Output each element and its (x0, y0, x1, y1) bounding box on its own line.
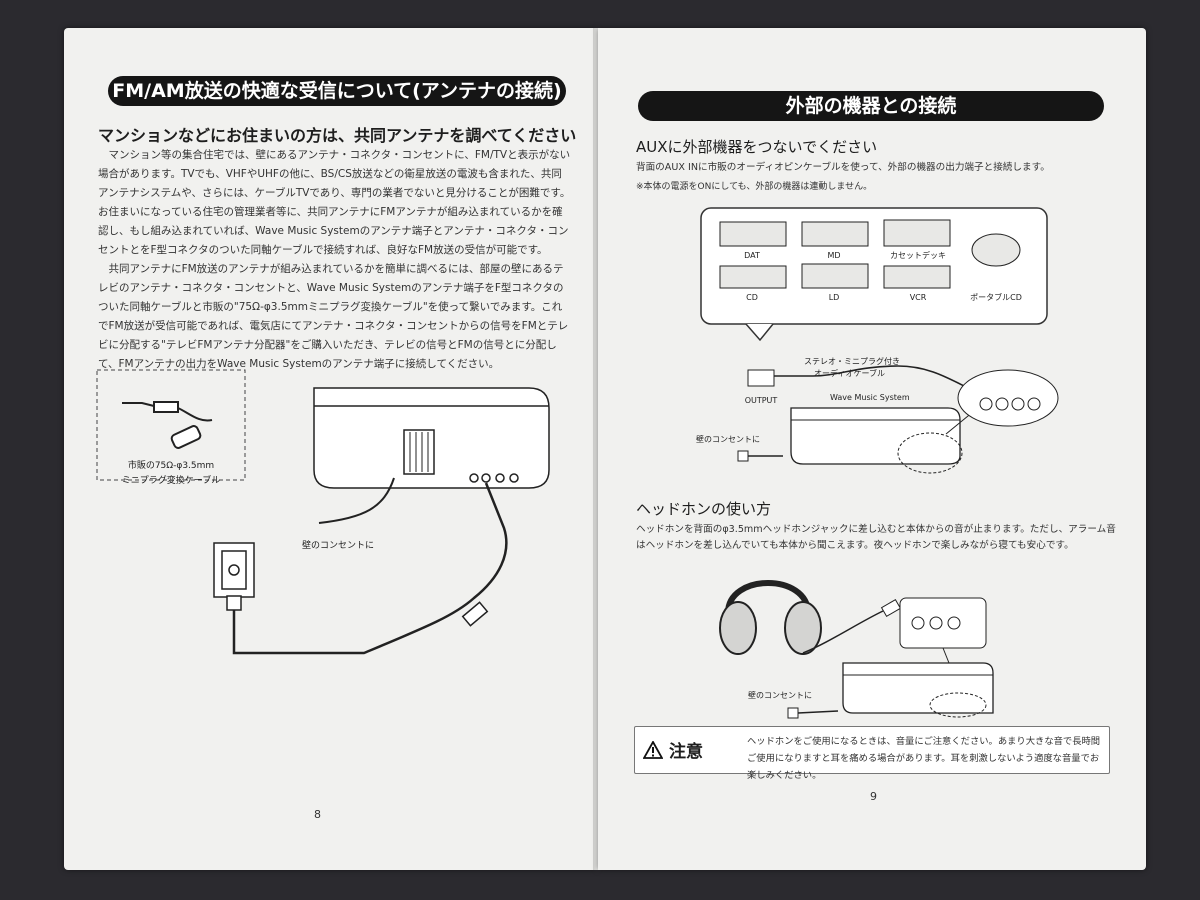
wave-music-system-unit (313, 387, 550, 489)
aux-note: ※本体の電源をONにしても、外部の機器は連動しません。 (636, 182, 873, 192)
left-paragraph-1: マンション等の集合住宅では、壁にあるアンテナ・コネクタ・コンセントに、FM/TV… (98, 149, 571, 256)
cable-label-2: オーディオケーブル (814, 368, 885, 378)
vcr-device (883, 265, 951, 289)
device-label-vcr: VCR (910, 293, 927, 302)
portable-cd-device (971, 233, 1021, 267)
device-label-cassette: カセットデッキ (890, 250, 946, 260)
md-device (801, 221, 869, 247)
antenna-cable (232, 482, 508, 655)
output-jacks (747, 369, 775, 387)
left-page-heading: マンションなどにお住まいの方は、共同アンテナを調べてください (98, 126, 577, 145)
devices-panel (700, 207, 1048, 325)
headphones-heading: ヘッドホンの使い方 (636, 500, 772, 518)
left-page-banner: FM/AM放送の快適な受信について(アンテナの接続) (108, 76, 566, 106)
headphone-cable (802, 610, 884, 654)
right-page: 外部の機器との接続 AUXに外部機器をつないでください 背面のAUX INに市販… (598, 28, 1146, 870)
right-page-number: 9 (870, 790, 877, 803)
aux-text: 背面のAUX INに市販のオーディオピンケーブルを使って、外部の機器の出力端子と… (636, 162, 1050, 173)
left-paragraph-2: 共同アンテナにFM放送のアンテナが組み込まれているかを簡単に調べるには、部屋の壁… (98, 263, 569, 370)
aux-wave-unit (790, 407, 961, 465)
device-label-ld: LD (829, 293, 840, 302)
antenna-connection-diagram: 市販の75Ω-φ3.5mm ミニプラグ変換ケーブル 壁のコンセントに (96, 369, 550, 655)
headphone-wave-unit (842, 662, 994, 714)
headphones-text: ヘッドホンを背面のφ3.5mmヘッドホンジャックに差し込むと本体からの音が止まり… (636, 524, 1116, 551)
book-spine (593, 28, 601, 870)
device-label-dat: DAT (744, 251, 760, 260)
warning-icon (643, 740, 663, 759)
adapter-cable-box (96, 369, 246, 481)
device-label-portable-cd: ポータブルCD (970, 292, 1022, 302)
left-page: FM/AM放送の快適な受信について(アンテナの接続) マンションなどにお住まいの… (64, 28, 596, 870)
device-label-md: MD (827, 251, 840, 260)
wall-outlet-label-left: 壁のコンセントに (302, 539, 374, 551)
caution-title: 注意 (669, 742, 703, 762)
cable-label-1: ステレオ・ミニプラグ付き (804, 356, 900, 366)
headphone-connection-diagram: 壁のコンセントに (719, 580, 994, 719)
cd-device (719, 265, 787, 289)
headphone-power-cord (797, 710, 839, 714)
ld-device (801, 263, 869, 289)
audio-cable (774, 365, 969, 389)
jack-zoom-small (897, 432, 963, 474)
headphone-wall-outlet-label: 壁のコンセントに (748, 690, 812, 700)
jack-zoom-large (957, 369, 1059, 427)
system-label: Wave Music System (830, 393, 910, 402)
caution-text: ヘッドホンをご使用になるときは、音量にご注意ください。あまり大きな音で長時間ご使… (747, 736, 1101, 781)
aux-connection-diagram: DAT MD カセットデッキ CD LD VCR ポータブルCD OUTPUT … (696, 207, 1059, 474)
cable-caption-2: ミニプラグ変換ケーブル (122, 474, 220, 486)
aux-wall-outlet-label: 壁のコンセントに (696, 434, 760, 444)
output-label: OUTPUT (745, 396, 778, 405)
device-label-cd: CD (746, 293, 758, 302)
dat-device (719, 221, 787, 247)
aux-heading: AUXに外部機器をつないでください (636, 138, 878, 156)
right-page-banner: 外部の機器との接続 (638, 91, 1104, 121)
headphones-icon (719, 580, 822, 655)
cassette-deck-device (883, 219, 951, 247)
cable-caption-1: 市販の75Ω-φ3.5mm (128, 459, 214, 471)
adapter-cable-icon (122, 401, 213, 449)
caution-box: 注意 ヘッドホンをご使用になるときは、音量にご注意ください。あまり大きな音で長時… (634, 726, 1110, 781)
left-page-number: 8 (314, 808, 321, 821)
power-cord (318, 477, 395, 524)
wall-antenna-socket (213, 542, 255, 611)
